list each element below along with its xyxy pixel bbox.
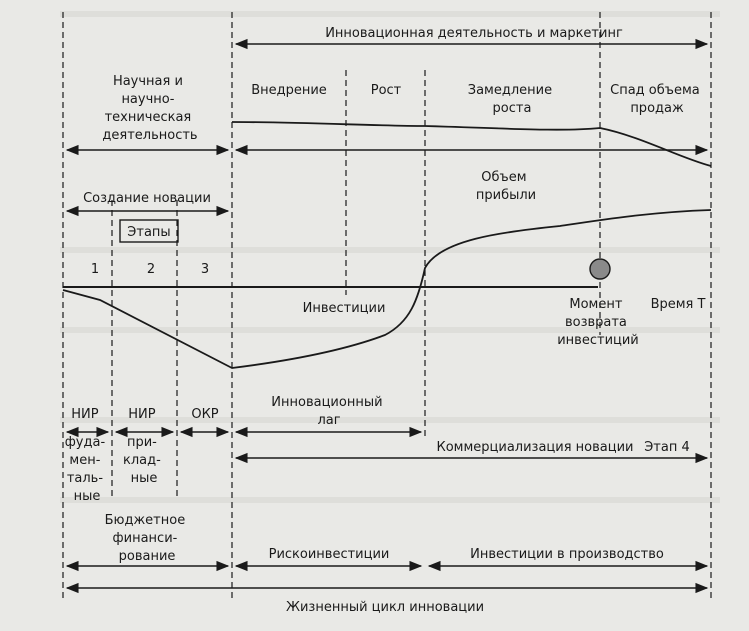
profit-label: Объем прибыли (476, 170, 536, 203)
stage-decline-label: Спад объема продаж (610, 83, 704, 116)
nir-fundamental-label: НИР фуда- мен- таль- ные (65, 407, 110, 504)
page-bleed-texture (60, 11, 720, 503)
phase-number: 1 (91, 262, 99, 277)
phase-number: 2 (147, 262, 155, 277)
return-point-marker (589, 258, 611, 280)
stage-4-label: Этап 4 (644, 440, 690, 455)
stage-growth-label: Рост (371, 83, 402, 98)
venture-investment-label: Рискоинвестиции (269, 547, 390, 562)
budget-financing-label: Бюджетное финанси- рование (105, 513, 190, 564)
stages-box-label: Этапы (127, 225, 170, 240)
okr-label: ОКР (191, 407, 218, 422)
innovation-lag-label: Инновационный лаг (271, 395, 386, 428)
commercialization-label: Коммерциализация новации (436, 440, 633, 455)
research-label: Научная и научно- техническая деятельнос… (102, 74, 197, 143)
return-moment-label: Момент возврата инвестиций (557, 297, 639, 348)
stage-introduction-label: Внедрение (251, 83, 327, 98)
creation-label: Создание новации (83, 191, 211, 206)
phase-number: 3 (201, 262, 209, 277)
production-investment-label: Инвестиции в производство (470, 547, 664, 562)
life-cycle-label: Жизненный цикл инновации (286, 600, 484, 615)
time-axis-label: Время Т (651, 297, 706, 312)
sales-volume-curve (231, 121, 712, 167)
profit-investment-curve (62, 209, 712, 369)
top-band-label: Инновационная деятельность и маркетинг (325, 26, 623, 41)
stage-slowdown-label: Замедление роста (468, 83, 557, 116)
investment-label: Инвестиции (303, 301, 386, 316)
nir-applied-label: НИР при- клад- ные (123, 407, 165, 486)
stages-box (119, 219, 179, 243)
